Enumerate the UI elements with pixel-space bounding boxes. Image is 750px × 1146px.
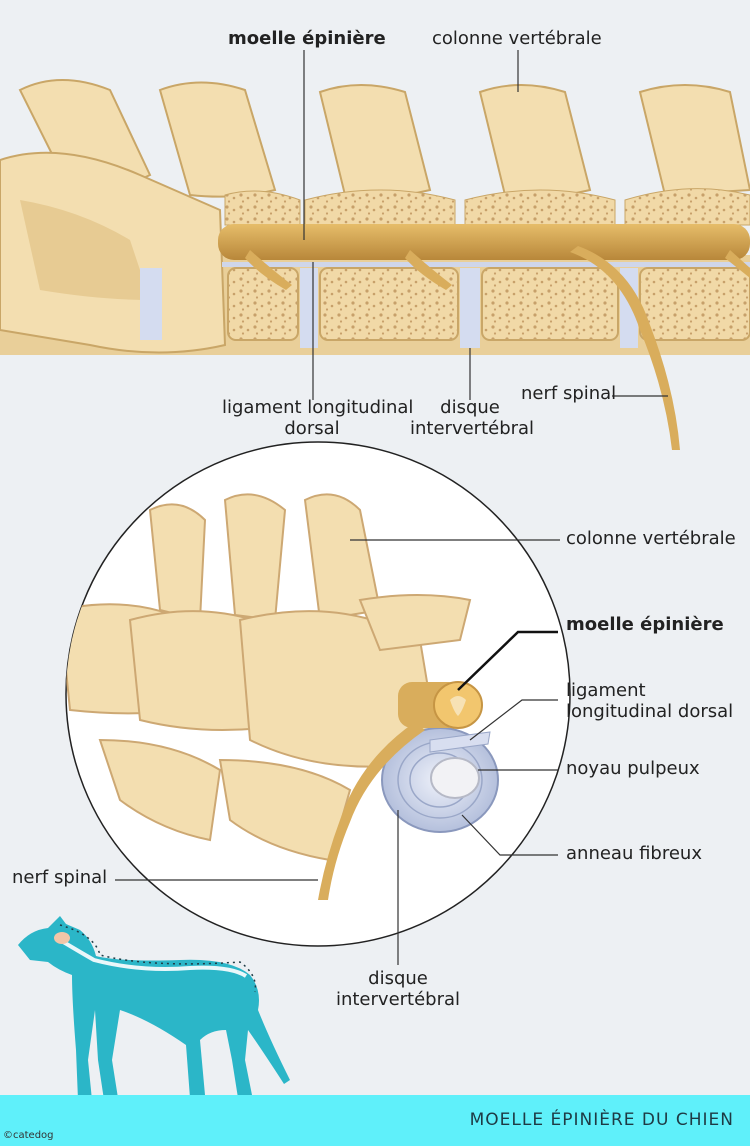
copyright-text: ©catedog <box>3 1130 54 1141</box>
dorsal-ligament <box>222 262 750 267</box>
zoom-label-moelle: moelle épinière <box>566 614 724 635</box>
vertebral-bodies <box>227 267 750 341</box>
top-label-disque-line1: disque <box>440 397 500 418</box>
spinal-cord <box>218 224 750 260</box>
top-label-ligament-line1: ligament longitudinal <box>222 397 414 418</box>
top-label-ligament: ligament longitudinal dorsal <box>222 397 414 439</box>
top-label-nerf: nerf spinal <box>521 383 617 404</box>
zoom-label-ligament-line1: ligament <box>566 680 646 701</box>
zoom-label-disque-line1: disque <box>368 968 428 989</box>
intact-vertebra-shade <box>20 200 150 300</box>
zoom-label-colonne: colonne vertébrale <box>566 528 736 549</box>
top-label-moelle: moelle épinière <box>228 28 386 49</box>
zoom-label-disque-line2: intervertébral <box>335 989 461 1010</box>
zoom-label-anneau: anneau fibreux <box>566 843 702 864</box>
top-label-colonne: colonne vertébrale <box>432 28 602 49</box>
zoom-circle-view <box>65 441 571 965</box>
top-label-disque-line2: intervertébral <box>410 418 535 439</box>
top-label-disque: disque intervertébral <box>410 397 535 439</box>
footer-title: MOELLE ÉPINIÈRE DU CHIEN <box>469 1110 734 1130</box>
nerve-roots <box>245 250 750 290</box>
top-sagittal-view <box>0 50 750 450</box>
zoom-label-nerf: nerf spinal <box>12 867 108 888</box>
zoom-spinal-nerve <box>318 722 425 900</box>
zoom-label-ligament: ligament longitudinal dorsal <box>566 680 733 722</box>
zoom-vertebrae <box>66 493 472 862</box>
zoom-label-noyau: noyau pulpeux <box>566 758 700 779</box>
zoom-label-disque: disque intervertébral <box>328 968 468 1010</box>
zoom-dorsal-ligament <box>429 731 491 753</box>
zoom-leader-lines <box>115 539 560 965</box>
nucleus-pulposus <box>430 757 480 799</box>
zoom-label-ligament-line2: longitudinal dorsal <box>566 701 734 722</box>
top-leader-lines <box>303 50 668 400</box>
vertebral-arches <box>224 188 750 226</box>
dog-silhouette-icon <box>18 916 290 1100</box>
top-label-ligament-line2: dorsal <box>284 418 340 439</box>
spinal-nerve-top <box>570 246 680 450</box>
footer-bar <box>0 1095 750 1146</box>
